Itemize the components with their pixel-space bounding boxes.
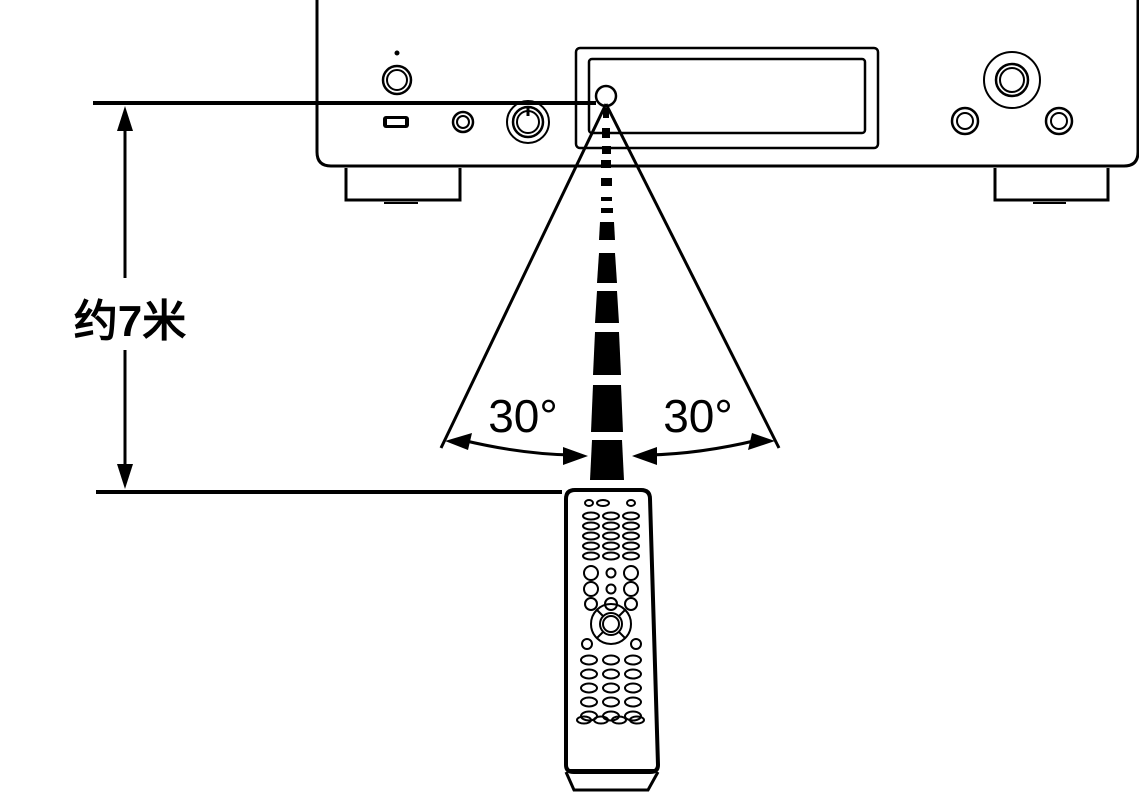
jog-dial [983,51,1041,109]
beam-cone [439,103,781,449]
cone-edge-left [439,103,608,449]
arrow-down-icon [117,464,133,489]
distance-dimension [93,101,596,494]
arrow-left-inner-icon [563,447,588,465]
distance-label: 约7米 [74,297,186,346]
arrow-right-outer-icon [748,433,775,450]
arrow-left-outer-icon [445,433,472,450]
right-foot [993,168,1110,204]
infrared-beam [590,108,624,480]
angle-left-label: 30° [488,390,558,442]
angle-arcs [461,438,759,457]
arc-right [647,438,759,457]
power-button [381,64,413,96]
left-foot [344,168,462,204]
left-button [950,106,980,136]
arrow-up-icon [117,106,133,131]
arc-left [461,438,573,457]
remote-sensor [594,84,618,108]
angle-right-label: 30° [663,390,733,442]
volume-knob [506,100,550,144]
device-front-panel [315,0,1139,204]
headphone-jack [451,110,475,134]
display-window [574,46,880,150]
cone-edge-right [604,103,781,449]
right-button [1044,106,1074,136]
arrow-right-inner-icon [632,447,657,465]
enter-button [602,615,620,633]
power-indicator [394,50,400,56]
remote-control [564,488,661,792]
directional-pad [590,603,632,645]
button-grid [582,499,640,611]
